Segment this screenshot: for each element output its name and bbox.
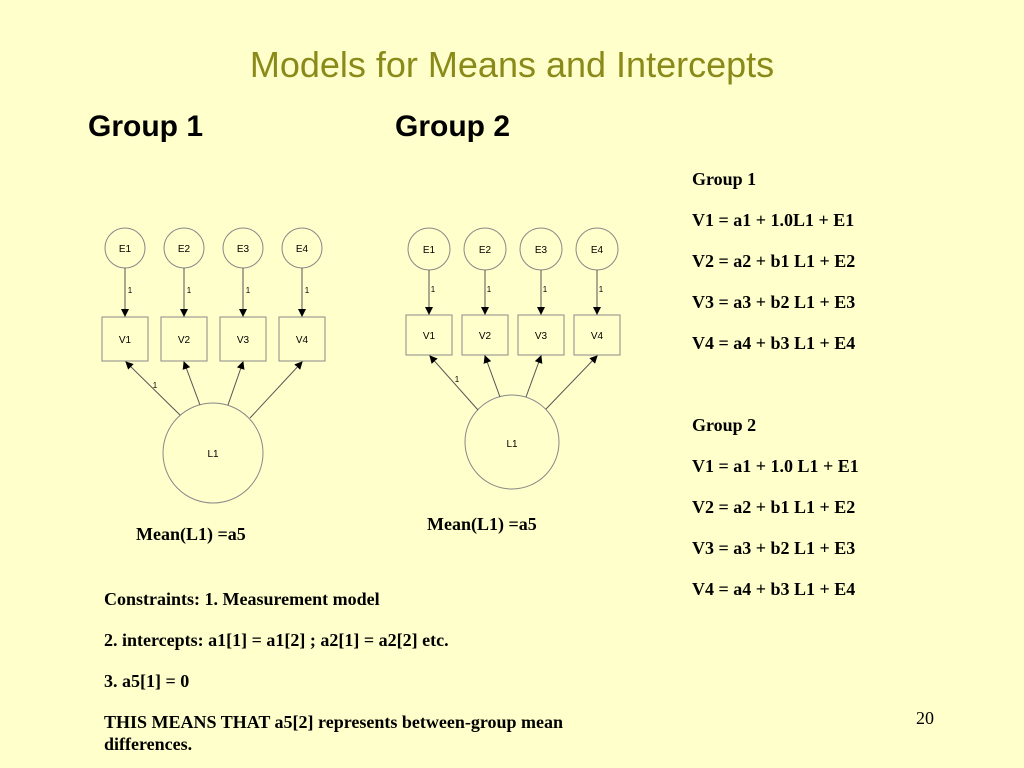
group-2-path-l1-v2	[483, 355, 501, 398]
constraint-line: 3. a5[1] = 0	[104, 671, 190, 691]
group-2-paths	[425, 270, 601, 411]
equations-panel: Group 1 V1 = a1 + 1.0L1 + E1 V2 = a2 + b…	[692, 168, 859, 619]
group-2-loading-e4: 1	[599, 285, 604, 294]
group-2-label-e1: E1	[423, 245, 436, 256]
group-1-label-e4: E4	[296, 244, 309, 255]
equation-line: V3 = a3 + b2 L1 + E3	[692, 292, 856, 312]
group-1-label-e2: E2	[178, 244, 191, 255]
group-1-path-l1-v1	[125, 361, 181, 416]
equation-line: V3 = a3 + b2 L1 + E3	[692, 538, 856, 558]
equations-spacer	[692, 373, 859, 414]
equation-line: V2 = a2 + b1 L1 + E2	[692, 497, 856, 517]
group-2-label-e4: E4	[591, 245, 604, 256]
group-1-diagram	[101, 227, 326, 504]
group-2-indicator-v4	[573, 314, 621, 356]
group-1-paths	[121, 268, 306, 419]
group-1-heading: Group 1	[88, 110, 204, 143]
group-1-label-v2: V2	[178, 335, 191, 346]
constraint-line: Constraints: 1. Measurement model	[104, 589, 380, 609]
group-1-label-l1: L1	[207, 449, 219, 460]
group-2-loading-e2: 1	[487, 285, 492, 294]
group-2-loading-e3: 1	[543, 285, 548, 294]
equations-group-2-title: Group 2	[692, 415, 757, 435]
group-2-loading-e1: 1	[431, 285, 436, 294]
group-2-path-l1-v4	[545, 355, 598, 410]
group-1-mean-label: Mean(L1) =a5	[136, 524, 246, 544]
group-2-latent-l1	[464, 394, 560, 490]
group-1-loading-l1: 1	[153, 381, 158, 390]
equation-line: V1 = a1 + 1.0L1 + E1	[692, 210, 855, 230]
equation-line: V4 = a4 + b3 L1 + E4	[692, 333, 856, 353]
group-2-indicator-v1	[405, 314, 453, 356]
group-2-indicator-v3	[517, 314, 565, 356]
group-1-path-l1-v3	[227, 361, 245, 406]
group-2-labels: E1 E2 E3 E4 1 1 1 1 V1 V2 V3 V4 1 L1	[423, 245, 604, 450]
group-1-indicator-v2	[160, 316, 208, 362]
group-1-label-v1: V1	[119, 335, 132, 346]
group-2-label-v1: V1	[423, 331, 436, 342]
group-1-loading-e4: 1	[305, 286, 310, 295]
group-1-loading-e3: 1	[246, 286, 251, 295]
group-2-mean-label: Mean(L1) =a5	[427, 514, 537, 534]
group-1-label-e1: E1	[119, 244, 132, 255]
constraints-panel: Constraints: 1. Measurement model 2. int…	[104, 588, 584, 755]
page-number: 20	[916, 708, 934, 728]
constraint-line: 2. intercepts: a1[1] = a1[2] ; a2[1] = a…	[104, 630, 449, 650]
group-2-loading-l1: 1	[455, 375, 460, 384]
equation-line: V1 = a1 + 1.0 L1 + E1	[692, 456, 859, 476]
group-2-indicator-v2	[461, 314, 509, 356]
group-2-label-e3: E3	[535, 245, 548, 256]
equations-group-1-title: Group 1	[692, 169, 757, 189]
group-2-diagram	[405, 227, 621, 490]
constraint-line: THIS MEANS THAT a5[2] represents between…	[104, 712, 564, 754]
group-2-path-l1-v1	[429, 355, 479, 411]
group-2-path-l1-v3	[525, 355, 543, 398]
group-1-indicator-v1	[101, 316, 149, 362]
group-1-label-v4: V4	[296, 335, 309, 346]
group-2-label-l1: L1	[506, 439, 518, 450]
group-1-label-v3: V3	[237, 335, 250, 346]
group-1-loading-e2: 1	[187, 286, 192, 295]
group-2-label-v2: V2	[479, 331, 492, 342]
group-1-loading-e1: 1	[128, 286, 133, 295]
slide-title: Models for Means and Intercepts	[249, 44, 775, 85]
group-1-latent-l1	[162, 402, 264, 504]
group-1-labels: E1 E2 E3 E4 1 1 1 1 V1 V2 V3 V4 1 L1	[119, 244, 310, 460]
equation-line: V2 = a2 + b1 L1 + E2	[692, 251, 856, 271]
equation-line: V4 = a4 + b3 L1 + E4	[692, 579, 856, 599]
group-1-label-e3: E3	[237, 244, 250, 255]
group-1-indicator-v3	[219, 316, 267, 362]
group-1-path-l1-v2	[182, 361, 201, 406]
group-2-heading: Group 2	[395, 110, 511, 143]
group-2-label-v3: V3	[535, 331, 548, 342]
group-2-label-v4: V4	[591, 331, 604, 342]
group-1-path-l1-v4	[249, 361, 303, 419]
group-1-indicator-v4	[278, 316, 326, 362]
group-2-label-e2: E2	[479, 245, 492, 256]
